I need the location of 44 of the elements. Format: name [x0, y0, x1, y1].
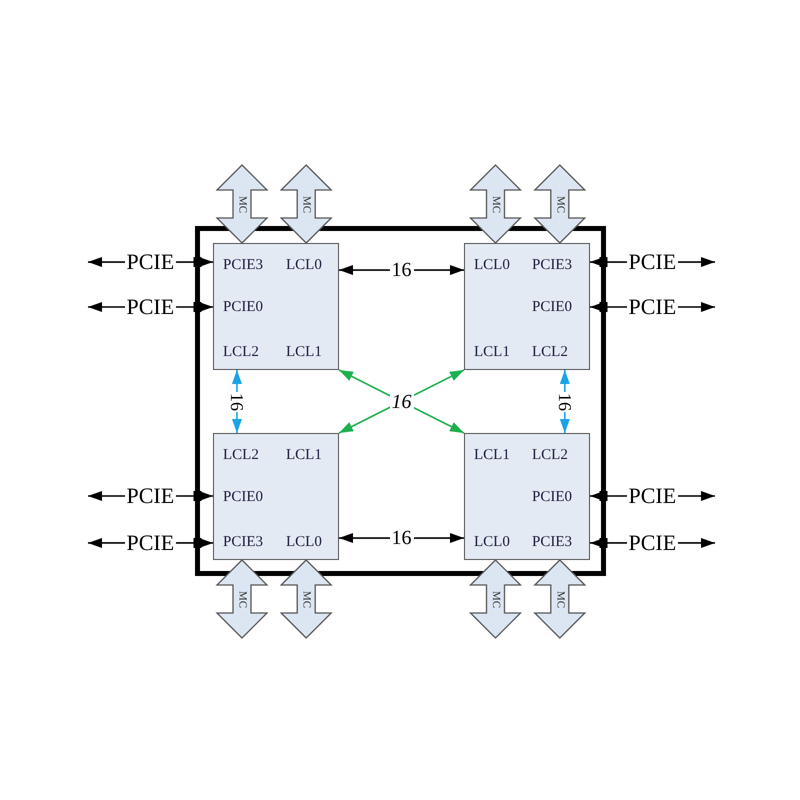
port-label: PCIE3 [223, 532, 264, 550]
double-arrow [339, 265, 464, 276]
port-label: LCL2 [223, 446, 259, 464]
block-arrow [468, 559, 522, 639]
edge-label: MC [554, 590, 566, 608]
port-label: LCL0 [474, 532, 510, 550]
port-label: PCIE3 [223, 256, 264, 274]
edge-label: MC [490, 590, 501, 608]
block-arrow [215, 164, 269, 244]
block-arrow [533, 559, 586, 639]
chip-block [213, 433, 339, 560]
double-arrow [339, 533, 464, 544]
port-label: PCIE3 [532, 256, 572, 274]
block-arrow [215, 559, 269, 639]
port-label: LCL1 [474, 446, 510, 464]
edge-label: MC [236, 196, 248, 213]
port-label: LCL1 [286, 446, 322, 464]
chip-block [464, 243, 590, 370]
edge-label: MC [300, 590, 312, 608]
port-label: PCIE0 [532, 298, 572, 316]
port-label: PCIE0 [223, 298, 264, 316]
crossing-arrows [338, 369, 464, 434]
edge-label: MC [554, 196, 566, 213]
block-arrow [468, 164, 522, 244]
chip-block [213, 243, 339, 370]
block-arrow [280, 164, 333, 244]
port-label: PCIE0 [532, 488, 572, 506]
port-label: LCL2 [532, 342, 568, 360]
block-arrow [280, 559, 333, 639]
port-label: LCL1 [286, 342, 322, 360]
edge-label: MC [490, 196, 501, 213]
port-label: LCL2 [223, 342, 259, 360]
port-label: LCL0 [286, 256, 322, 274]
port-label: LCL0 [286, 532, 322, 550]
port-label: LCL1 [474, 342, 510, 360]
port-label: PCIE0 [223, 488, 264, 506]
port-label: PCIE3 [532, 532, 572, 550]
edge-label: MC [236, 590, 248, 608]
board-outline [195, 226, 606, 576]
port-label: LCL0 [474, 256, 510, 274]
port-label: LCL2 [532, 446, 568, 464]
block-arrow [533, 164, 586, 244]
edge-label: MC [300, 196, 312, 213]
chip-block [464, 433, 590, 560]
